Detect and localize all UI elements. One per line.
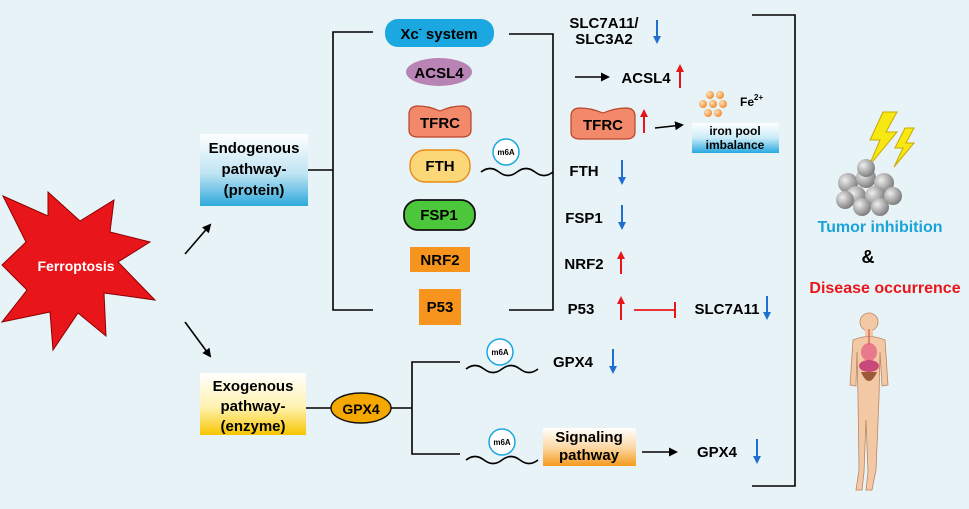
outcome-bracket <box>752 14 796 487</box>
svg-text:FSP1: FSP1 <box>420 207 458 224</box>
svg-text:ACSL4: ACSL4 <box>414 65 464 82</box>
svg-text:pathway: pathway <box>559 447 620 464</box>
svg-text:TFRC: TFRC <box>420 115 460 132</box>
exogenous-line-3: (enzyme) <box>220 418 285 435</box>
endogenous-line-1: Endogenous <box>209 140 300 157</box>
svg-text:FTH: FTH <box>569 163 598 180</box>
svg-text:imbalance: imbalance <box>706 138 765 152</box>
tfrc-receptor: TFRC <box>408 105 472 138</box>
nrf2-box: NRF2 <box>410 247 470 272</box>
target-gpx4-lower: GPX4 <box>697 439 761 464</box>
target-acsl4: ACSL4 <box>575 64 684 88</box>
ampersand-label: & <box>862 247 875 267</box>
svg-text:GPX4: GPX4 <box>342 401 380 417</box>
svg-text:GPX4: GPX4 <box>553 354 594 371</box>
target-fth: FTH <box>569 160 626 185</box>
svg-text:Xc- system: Xc- system <box>400 24 477 43</box>
tumor-cluster-icon <box>836 159 902 216</box>
exogenous-line-1: Exogenous <box>213 378 294 395</box>
fsp1-pill: FSP1 <box>403 199 476 231</box>
xc-system-pill: Xc- system <box>385 19 494 47</box>
svg-text:m6A: m6A <box>493 438 511 447</box>
target-nrf2: NRF2 <box>564 251 625 274</box>
ferroptosis-label: Ferroptosis <box>37 258 114 274</box>
svg-text:P53: P53 <box>568 301 595 318</box>
m6a-fth: m6A <box>480 138 554 177</box>
signaling-pathway-box: Signaling pathway <box>543 428 678 466</box>
exogenous-line-2: pathway- <box>220 398 285 415</box>
endogenous-bracket <box>308 31 373 311</box>
gpx4-ellipse: GPX4 <box>306 392 392 424</box>
endogenous-line-3: (protein) <box>224 182 285 199</box>
svg-text:Signaling: Signaling <box>555 429 623 446</box>
svg-text:FSP1: FSP1 <box>565 210 603 227</box>
tumor-inhibition-label: Tumor inhibition <box>817 219 942 236</box>
svg-text:GPX4: GPX4 <box>697 444 738 461</box>
target-slc7a11-slc3a2: SLC7A11/ SLC3A2 <box>569 15 661 48</box>
svg-text:TFRC: TFRC <box>583 117 623 134</box>
svg-text:ACSL4: ACSL4 <box>621 70 671 87</box>
m6a-gpx4-upper: m6A <box>465 338 539 374</box>
fe-particles-icon <box>699 91 727 117</box>
svg-text:NRF2: NRF2 <box>420 252 459 269</box>
svg-text:SLC3A2: SLC3A2 <box>575 31 633 48</box>
lightning-icon <box>868 111 916 168</box>
arrow-to-endogenous <box>184 223 212 255</box>
exogenous-pathway-box: Exogenous pathway- (enzyme) <box>200 373 306 435</box>
target-p53: P53 SLC7A11 <box>568 296 771 320</box>
svg-text:SLC7A11/: SLC7A11/ <box>569 15 639 32</box>
svg-text:SLC7A11: SLC7A11 <box>694 301 759 318</box>
target-tfrc: TFRC <box>570 107 684 140</box>
acsl4-ellipse: ACSL4 <box>406 58 472 86</box>
fe-label: Fe2+ <box>740 93 763 109</box>
endogenous-pathway-box: Endogenous pathway- (protein) <box>200 134 308 206</box>
svg-text:iron pool: iron pool <box>709 124 760 138</box>
target-gpx4-upper: GPX4 <box>553 349 617 374</box>
m6a-gpx4-lower: m6A <box>465 428 539 465</box>
arrow-to-exogenous <box>184 321 212 358</box>
endogenous-line-2: pathway- <box>221 161 286 178</box>
ferroptosis-burst: Ferroptosis <box>0 190 157 352</box>
target-fsp1: FSP1 <box>565 205 626 230</box>
disease-occurrence-label: Disease occurrence <box>809 280 960 297</box>
protein-right-bracket <box>509 33 554 311</box>
p53-box: P53 <box>419 289 461 325</box>
svg-text:FTH: FTH <box>425 158 454 175</box>
m6a-label: m6A <box>497 148 515 157</box>
fth-pill: FTH <box>409 149 471 183</box>
iron-pool-imbalance: iron pool imbalance Fe2+ <box>692 91 779 153</box>
exogenous-bracket <box>391 361 460 455</box>
svg-text:NRF2: NRF2 <box>564 256 603 273</box>
svg-text:P53: P53 <box>427 299 454 316</box>
svg-text:m6A: m6A <box>491 348 509 357</box>
human-body-icon <box>849 312 889 491</box>
